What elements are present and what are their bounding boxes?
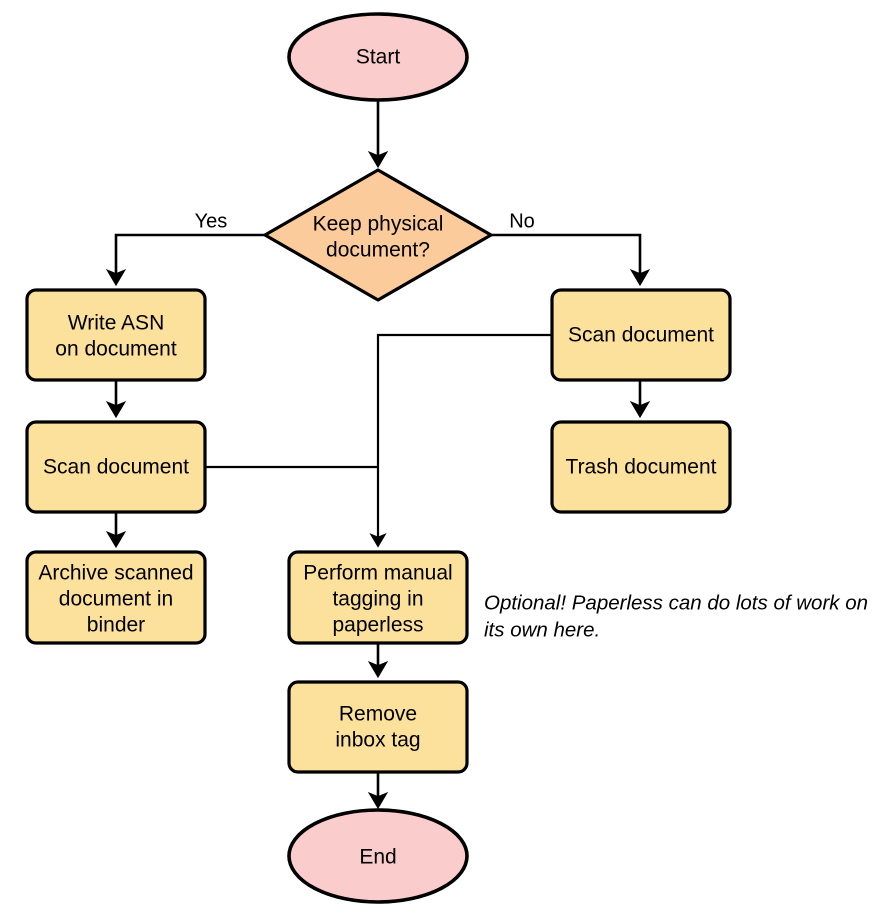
annotation-line2: its own here. [484,618,600,641]
decision-diamond[interactable] [263,168,493,302]
node-remove-inbox-tag[interactable]: Remove inbox tag [287,680,469,774]
node-start[interactable]: Start [287,12,469,102]
edge-label-yes: Yes [195,210,228,232]
node-decision-keep-physical-document[interactable]: Keep physical document? [263,168,493,302]
edges-layer [105,100,651,810]
scan-document-right-box[interactable] [550,288,732,382]
edge-decision-no-to-scan-right [491,233,651,287]
edge-label-no: No [509,210,535,232]
node-perform-manual-tagging[interactable]: Perform manual tagging in paperless [287,550,469,645]
node-archive-scanned-document[interactable]: Archive scanned document in binder [25,550,207,645]
archive-box[interactable] [25,550,207,645]
node-scan-document-left[interactable]: Scan document [25,420,207,514]
scan-document-left-box[interactable] [25,420,207,514]
manual-tagging-box[interactable] [287,550,469,645]
node-write-asn-on-document[interactable]: Write ASN on document [25,288,207,382]
edge-labels-layer: Yes No [195,210,535,232]
start-ellipse[interactable] [287,12,469,102]
edge-decision-yes-to-write-asn [105,233,265,287]
write-asn-box[interactable] [25,288,207,382]
remove-inbox-tag-box[interactable] [287,680,469,774]
edge-scan-right-to-manual-tagging [369,333,552,548]
node-end[interactable]: End [287,808,469,904]
annotation-line1: Optional! Paperless can do lots of work … [484,591,868,614]
end-ellipse[interactable] [287,808,469,904]
annotation-optional-paperless: Optional! Paperless can do lots of work … [484,591,868,641]
node-trash-document[interactable]: Trash document [550,420,732,514]
node-scan-document-right[interactable]: Scan document [550,288,732,382]
trash-document-box[interactable] [550,420,732,514]
